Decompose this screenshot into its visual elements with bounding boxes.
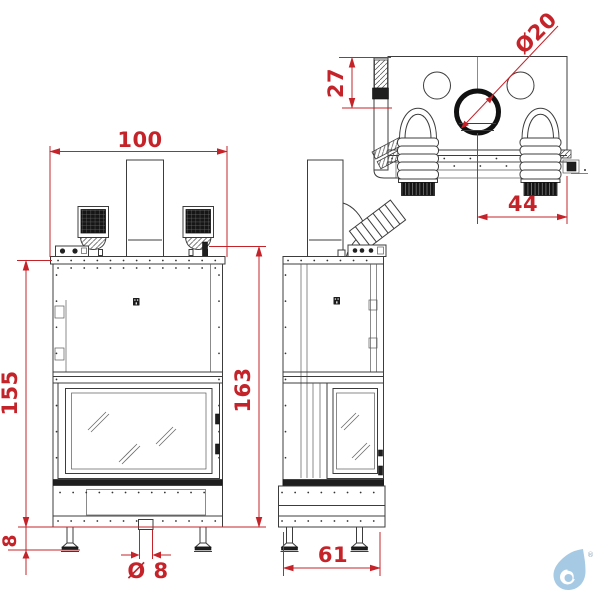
front-left-foot	[60, 526, 80, 552]
top-right-bracket	[558, 149, 588, 174]
front-sill	[53, 479, 223, 486]
dim-flue-offset: 27	[324, 56, 392, 109]
front-fixing-tab	[138, 519, 154, 530]
dim-flue-center: 44	[476, 133, 568, 224]
top-right-duct	[519, 108, 562, 196]
front-top-plate	[50, 256, 226, 265]
top-air-port-right	[506, 71, 535, 100]
dim-label-44: 44	[508, 192, 538, 216]
brand-emblem-side	[333, 297, 340, 305]
front-glass-door	[57, 382, 220, 479]
front-chimney-pipe	[126, 159, 164, 258]
dim-label-155: 155	[0, 370, 22, 415]
side-view	[278, 159, 407, 552]
brand-emblem-front	[133, 298, 140, 306]
side-sill	[282, 479, 384, 486]
duct-grille	[401, 182, 435, 196]
dim-label-163: 163	[231, 367, 255, 412]
top-air-port-left	[423, 71, 451, 100]
front-control-box	[55, 245, 89, 257]
front-base	[53, 489, 223, 530]
water-drop-logo: ®	[553, 549, 594, 590]
dim-label-100: 100	[117, 128, 162, 152]
side-base	[278, 485, 386, 528]
front-right-foot	[193, 526, 213, 552]
side-glass-door	[312, 382, 384, 479]
top-view	[371, 56, 588, 196]
front-view	[50, 159, 226, 552]
dim-label-61: 61	[318, 543, 348, 567]
side-chimney-pipe	[307, 159, 344, 257]
dim-label-o20: Ø20	[510, 7, 561, 58]
dim-label-8: 8	[0, 534, 21, 547]
dim-body-height: 155	[0, 259, 52, 528]
dim-base-depth: 61	[282, 532, 381, 576]
dim-front-width: 100	[49, 128, 228, 257]
top-left-duct	[397, 108, 439, 196]
side-right-foot	[350, 526, 369, 552]
side-control-box	[337, 244, 387, 257]
front-right-fan-vent	[182, 206, 214, 256]
front-sensor-pin	[202, 241, 208, 259]
dim-feet-height: 8	[0, 526, 266, 575]
dim-fixing-hole: Ø 8	[121, 530, 171, 583]
registered-mark: ®	[587, 551, 594, 559]
dim-overall-height: 163	[209, 245, 266, 528]
dim-label-o8: Ø 8	[127, 559, 168, 583]
dim-label-27: 27	[324, 68, 348, 98]
duct-grille	[523, 182, 558, 196]
side-top-plate	[282, 256, 384, 265]
side-flexible-duct	[348, 199, 407, 252]
